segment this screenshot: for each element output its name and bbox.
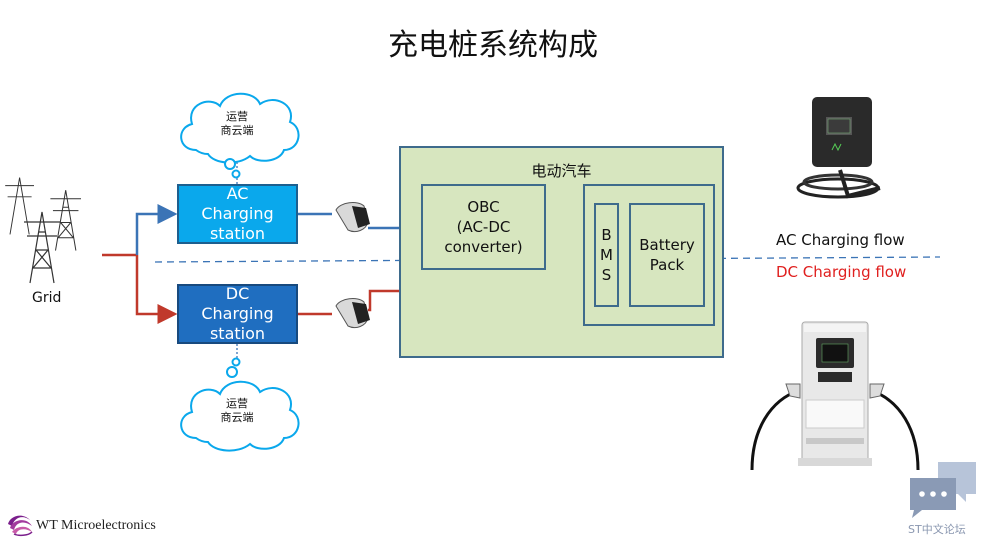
ac-feed-arrow xyxy=(135,204,178,255)
bms-block: B M S xyxy=(594,203,619,307)
tower-icon xyxy=(50,190,82,251)
dc-charging-station: DC Charging station xyxy=(177,284,298,344)
tower-icon xyxy=(24,211,60,284)
dc-plug-icon xyxy=(335,298,370,329)
cloud-bottom-icon xyxy=(180,357,300,452)
ac-charging-station: AC Charging station xyxy=(177,184,298,244)
ac-flow-legend: AC Charging flow xyxy=(776,231,905,249)
ac-wall-charger-icon xyxy=(796,97,881,199)
company-name: WT Microelectronics xyxy=(36,518,156,533)
dc-floor-charger-icon xyxy=(750,321,920,471)
tower-icon xyxy=(5,177,35,235)
battery-group-block xyxy=(583,184,715,326)
dc-flow-legend: DC Charging flow xyxy=(776,263,907,281)
obc-block: OBC (AC-DC converter) xyxy=(421,184,546,270)
battery-pack-block: Battery Pack xyxy=(629,203,705,307)
ac-plug-icon xyxy=(335,202,370,233)
forum-chat-icon xyxy=(910,462,976,518)
forum-name: ST中文论坛 xyxy=(908,523,966,536)
grid-label: Grid xyxy=(32,290,62,306)
ev-block xyxy=(399,146,724,358)
dc-feed-arrow xyxy=(135,255,178,324)
ev-title: 电动汽车 xyxy=(531,162,592,180)
cloud-bottom-label: 运营 商云端 xyxy=(220,397,254,424)
cloud-top-icon xyxy=(180,92,300,179)
grid-towers-icon xyxy=(5,177,82,284)
wt-logo-icon xyxy=(8,515,33,537)
separator-dashed-line xyxy=(154,256,941,263)
page-title: 充电桩系统构成 xyxy=(388,28,598,63)
cloud-top-label: 运营 商云端 xyxy=(220,110,254,137)
